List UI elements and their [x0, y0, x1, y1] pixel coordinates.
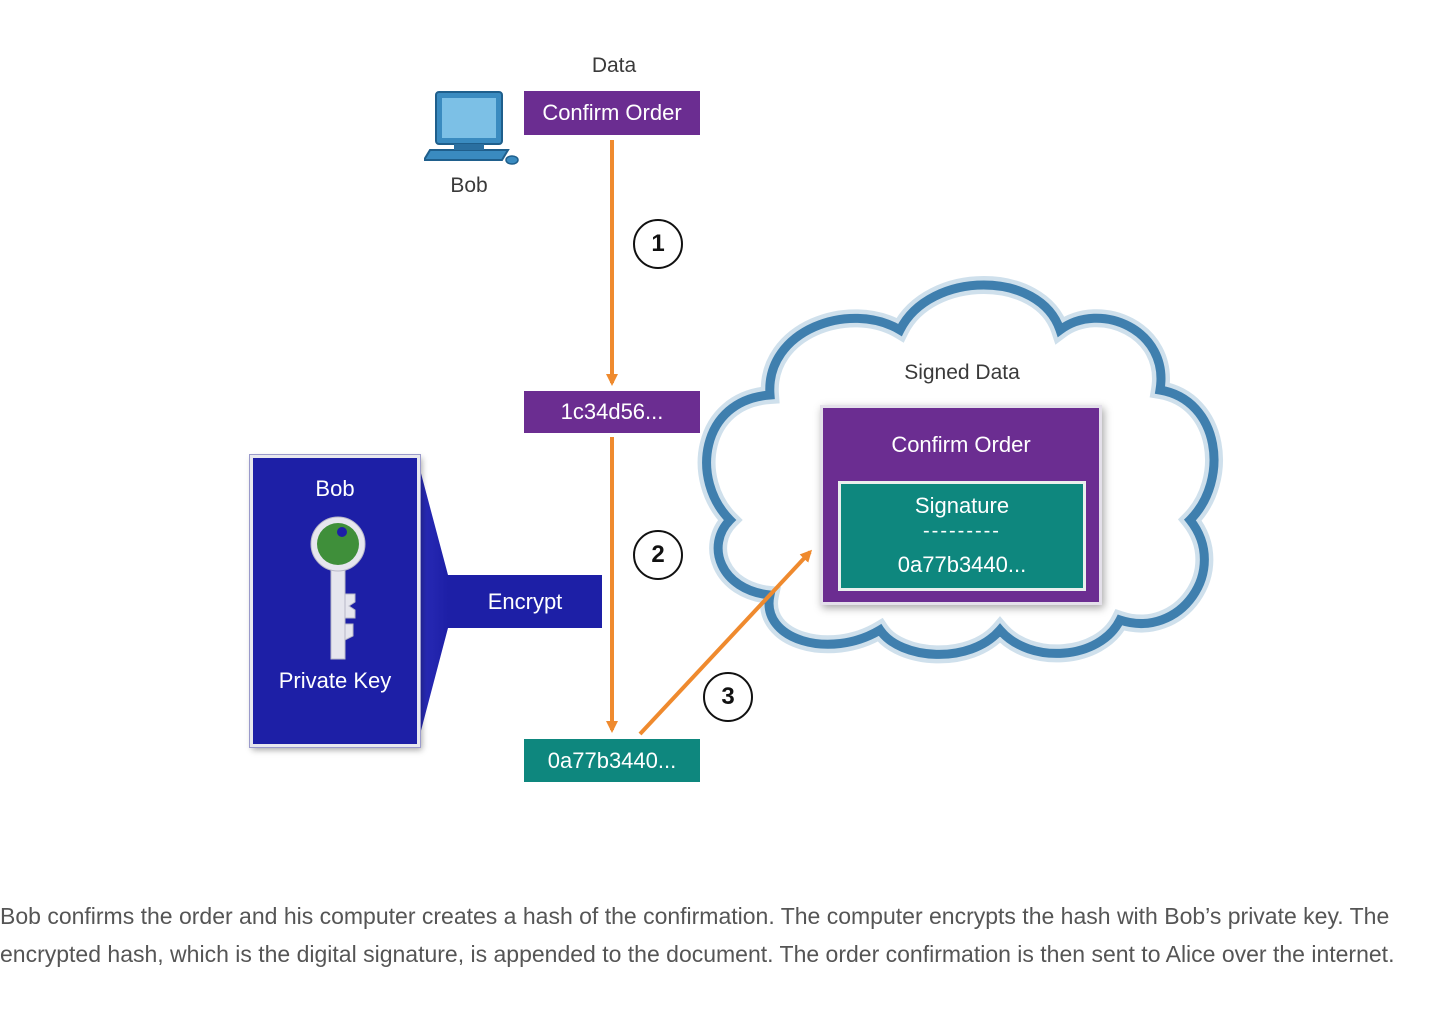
- arrow-step-3: [638, 549, 813, 736]
- private-key-label: Private Key: [278, 668, 392, 693]
- computer-label: Bob: [450, 174, 488, 197]
- confirm-order-box: Confirm Order: [524, 91, 700, 135]
- diagram-caption: Bob confirms the order and his computer …: [0, 903, 1395, 967]
- private-key-panel: Bob Private Key: [250, 455, 420, 747]
- data-label: Data: [591, 54, 637, 77]
- signature-label: Signature: [914, 493, 1010, 518]
- key-icon: [310, 516, 366, 660]
- step-3-badge: 3: [703, 672, 753, 722]
- signature-block: Signature --------- 0a77b3440...: [838, 481, 1086, 591]
- step-2-badge: 2: [633, 530, 683, 580]
- signature-separator: ---------: [923, 520, 1001, 542]
- signed-data-title: Signed Data: [904, 361, 1020, 384]
- encrypt-label: Encrypt: [448, 575, 602, 628]
- computer-icon: [424, 91, 519, 165]
- signed-confirm-order: Confirm Order: [891, 432, 1031, 457]
- signed-data-document: Confirm Order Signature --------- 0a77b3…: [820, 405, 1102, 605]
- hash-value-box: 1c34d56...: [524, 391, 700, 433]
- step-1-badge: 1: [633, 219, 683, 269]
- encrypt-funnel: [418, 462, 448, 742]
- encrypted-hash-box: 0a77b3440...: [524, 739, 700, 782]
- key-owner-label: Bob: [315, 476, 355, 501]
- signature-value: 0a77b3440...: [897, 552, 1027, 577]
